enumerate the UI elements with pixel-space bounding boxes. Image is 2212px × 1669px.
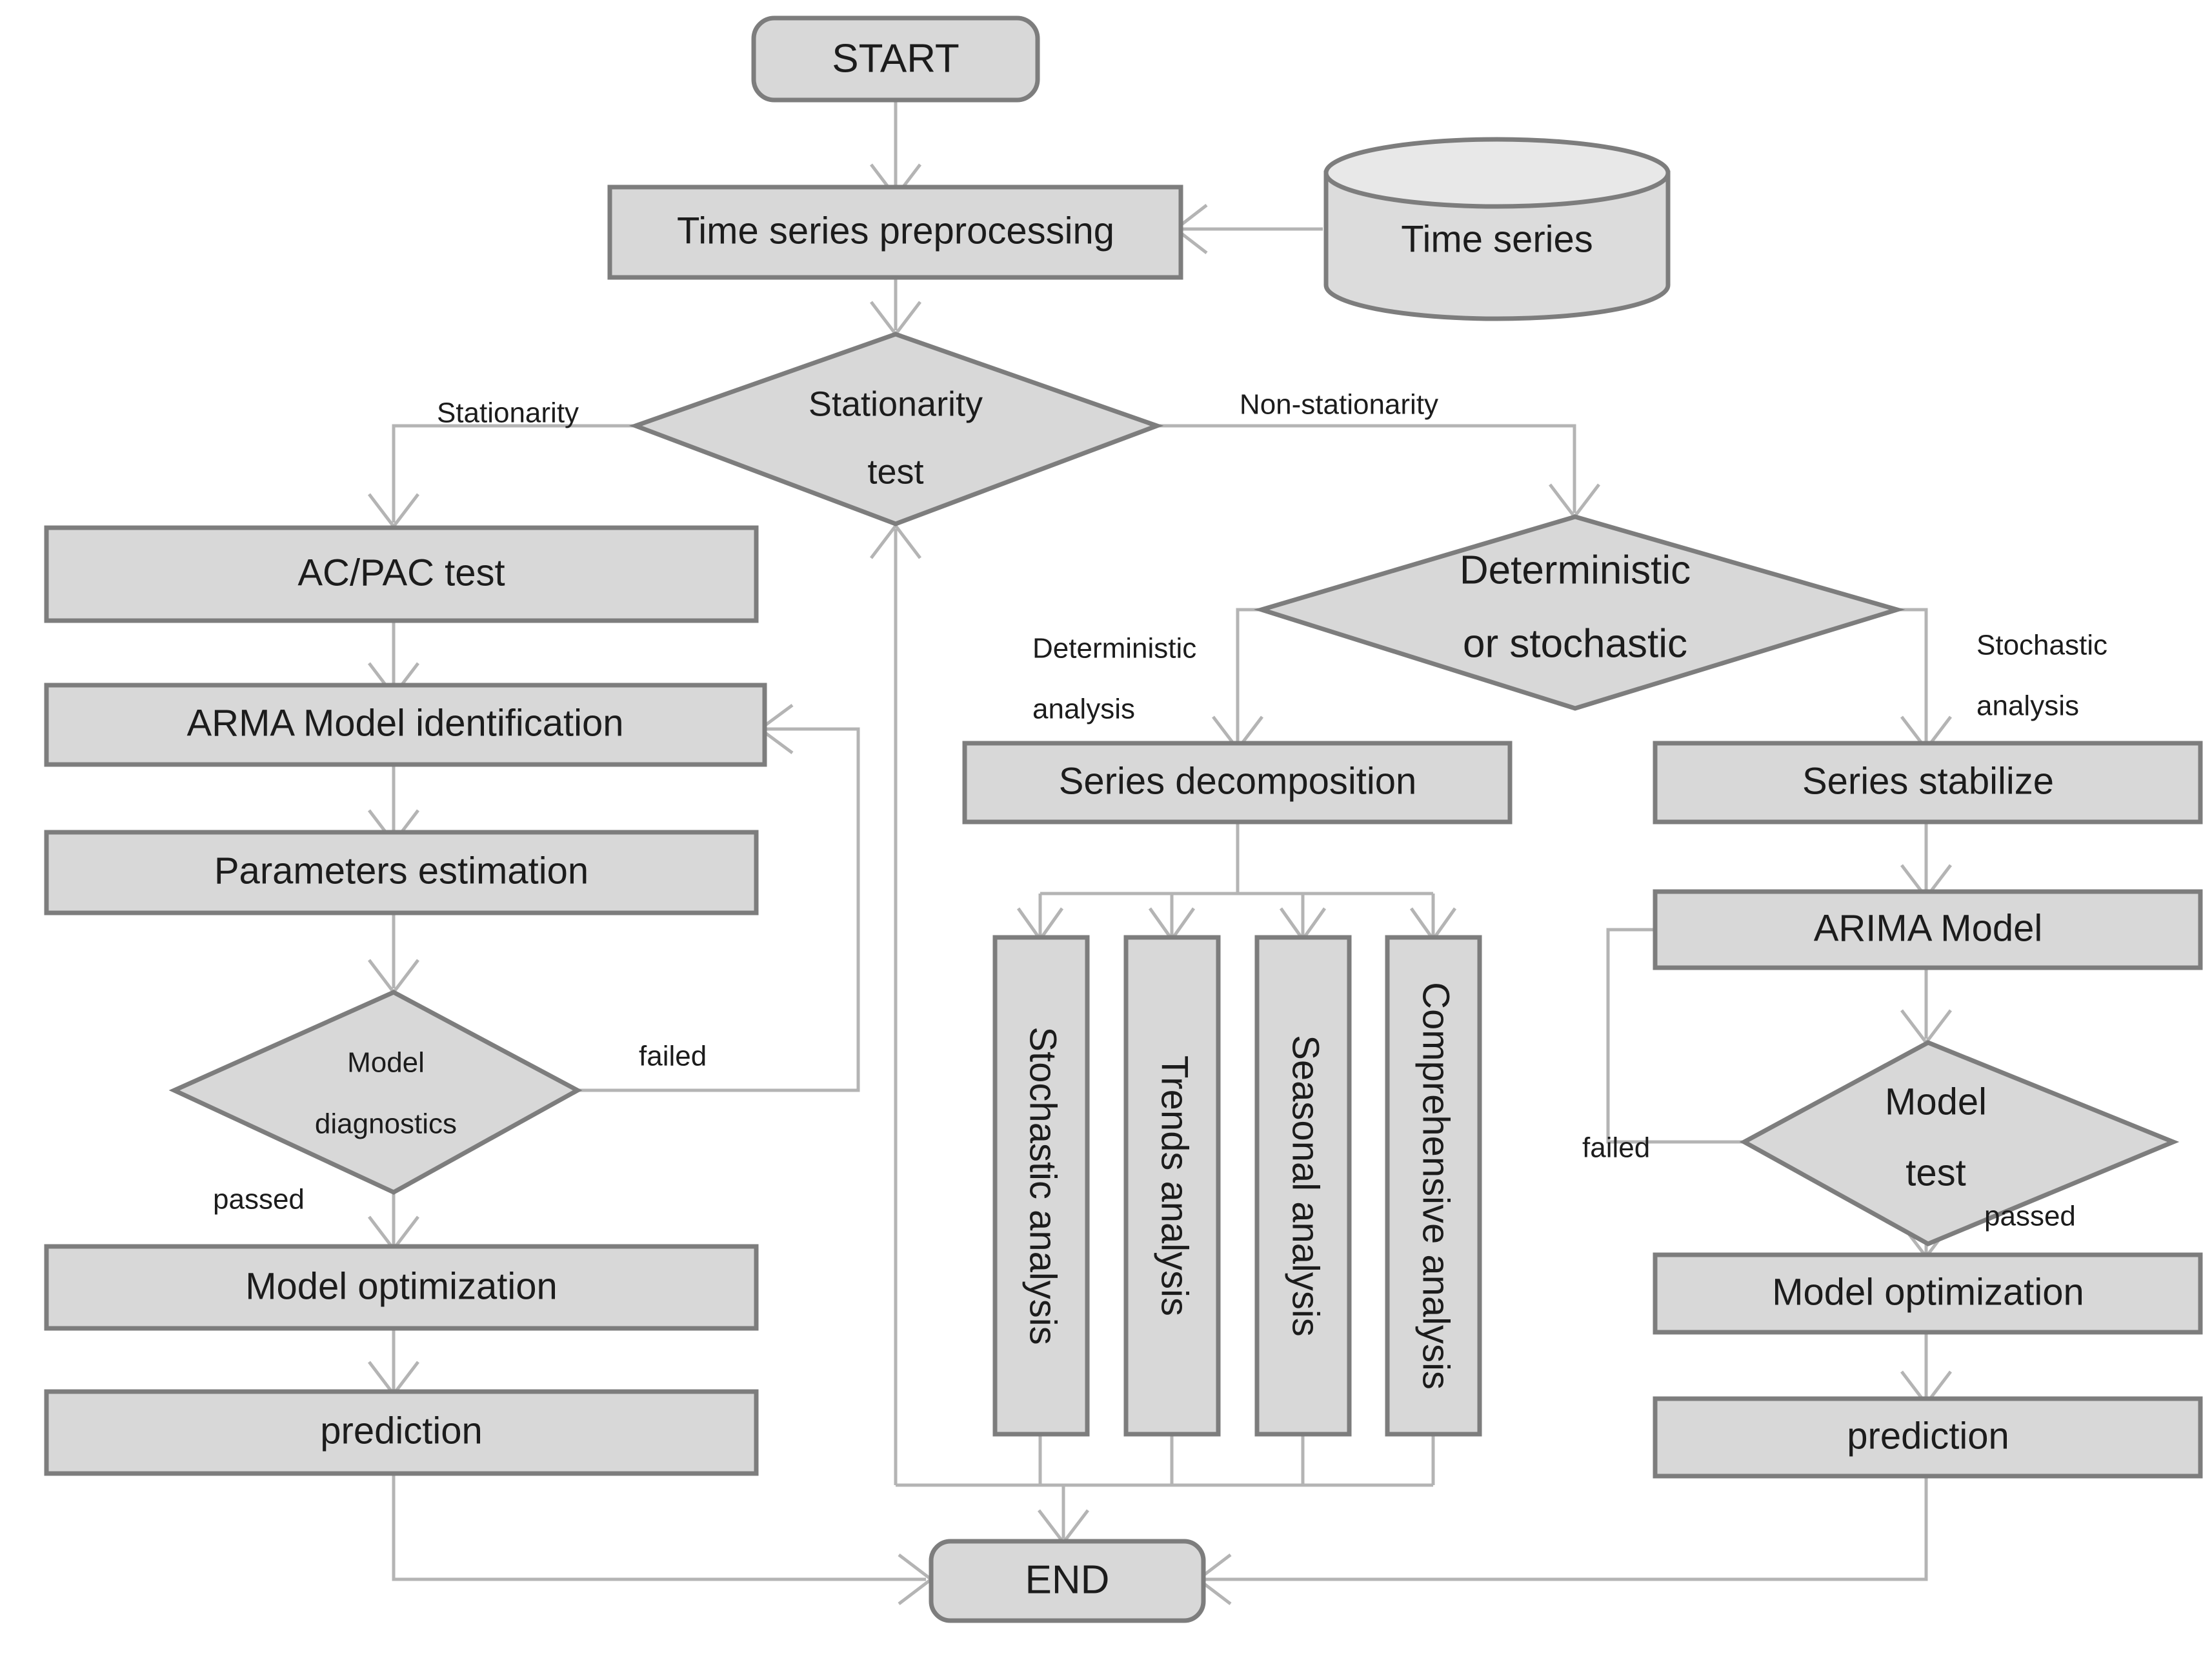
det-or-stoch-label-line1: Deterministic <box>1460 548 1691 592</box>
node-prediction-right[interactable]: prediction <box>1653 1396 2203 1479</box>
model-optimization-left-label: Model optimization <box>245 1265 558 1307</box>
stochastic-analysis-label: Stochastic analysis <box>1022 1026 1064 1344</box>
edge-prediction-left-to-end <box>392 1464 926 1581</box>
node-preprocessing[interactable]: Time series preprocessing <box>607 185 1183 280</box>
model-diagnostics-shape[interactable] <box>168 990 583 1195</box>
stationarity-test-label-line2: test <box>867 452 923 491</box>
model-diagnostics-label-line1: Model <box>347 1047 425 1079</box>
edge-label-stochastic-2: analysis <box>1976 690 2079 722</box>
end-shape[interactable] <box>929 1539 1206 1623</box>
trends-analysis-shape[interactable] <box>1123 935 1221 1437</box>
node-stationarity-test[interactable]: Stationarity test <box>628 332 1164 526</box>
det-or-stoch-label-line2: or stochastic <box>1463 621 1687 666</box>
edge-stationarity-to-detstoch <box>1157 424 1576 513</box>
node-ac-pac-test[interactable]: AC/PAC test <box>44 525 759 623</box>
stationarity-test-shape[interactable] <box>628 332 1164 526</box>
series-decomposition-shape[interactable] <box>962 741 1513 825</box>
seasonal-analysis-shape[interactable] <box>1254 935 1352 1437</box>
arima-model-shape[interactable] <box>1653 889 2203 970</box>
arima-model-label: ARIMA Model <box>1814 907 2043 949</box>
edge-label-failed-right: failed <box>1582 1132 1650 1164</box>
prediction-right-label: prediction <box>1847 1415 2009 1457</box>
edge-modeltest-failed-to-arima <box>1606 928 1744 1144</box>
start-label: START <box>832 36 960 81</box>
datastore-body[interactable] <box>1323 170 1671 321</box>
edge-label-stationarity: Stationarity <box>437 397 579 429</box>
model-optimization-right-shape[interactable] <box>1653 1252 2203 1335</box>
edge-merge-bar-to-end <box>1061 1483 1433 1539</box>
edge-label-passed-right: passed <box>1984 1201 2076 1232</box>
edge-label-stochastic-1: Stochastic <box>1976 630 2107 661</box>
parameters-estimation-shape[interactable] <box>44 830 759 915</box>
det-or-stoch-shape[interactable] <box>1254 514 1905 711</box>
model-diagnostics-label-line2: diagnostics <box>315 1108 457 1140</box>
edge-layer <box>368 100 1952 1605</box>
prediction-left-label: prediction <box>320 1410 482 1452</box>
node-start[interactable]: START <box>751 15 1040 103</box>
node-model-test[interactable]: Model test <box>1739 1040 2180 1246</box>
prediction-right-shape[interactable] <box>1653 1396 2203 1479</box>
edge-prediction-right-to-end <box>1203 1474 1928 1581</box>
arma-identification-label: ARMA Model identification <box>187 702 624 744</box>
end-label: END <box>1025 1557 1110 1602</box>
node-seasonal-analysis[interactable]: Seasonal analysis <box>1254 935 1352 1437</box>
node-prediction-left[interactable]: prediction <box>44 1389 759 1476</box>
edge-label-failed-left: failed <box>639 1041 707 1072</box>
datastore-top <box>1323 137 1671 209</box>
edge-label-deterministic-2: analysis <box>1032 694 1135 725</box>
model-test-label-line1: Model <box>1885 1081 1987 1123</box>
node-trends-analysis[interactable]: Trends analysis <box>1123 935 1221 1437</box>
edge-stationarity-to-acpac <box>392 424 636 523</box>
node-det-or-stoch[interactable]: Deterministic or stochastic <box>1254 514 1905 711</box>
node-series-decomposition[interactable]: Series decomposition <box>962 741 1513 825</box>
node-arima-model[interactable]: ARIMA Model <box>1653 889 2203 970</box>
model-test-shape[interactable] <box>1739 1040 2180 1246</box>
series-stabilize-label: Series stabilize <box>1802 760 2054 802</box>
comprehensive-analysis-shape[interactable] <box>1385 935 1482 1437</box>
node-stochastic-analysis[interactable]: Stochastic analysis <box>992 935 1090 1437</box>
preprocessing-label: Time series preprocessing <box>677 210 1114 252</box>
edge-diagnostics-failed-to-arma <box>578 727 860 1092</box>
edge-label-deterministic-1: Deterministic <box>1032 633 1196 665</box>
node-comprehensive-analysis[interactable]: Comprehensive analysis <box>1385 935 1482 1437</box>
stationarity-test-label-line1: Stationarity <box>809 385 983 423</box>
node-series-stabilize[interactable]: Series stabilize <box>1653 741 2203 825</box>
trends-analysis-label: Trends analysis <box>1154 1055 1196 1316</box>
node-arma-identification[interactable]: ARMA Model identification <box>44 683 767 767</box>
node-model-optimization-left[interactable]: Model optimization <box>44 1244 759 1331</box>
stochastic-analysis-shape[interactable] <box>992 935 1090 1437</box>
node-end[interactable]: END <box>929 1539 1206 1623</box>
datastore-label: Time series <box>1401 218 1593 260</box>
prediction-left-shape[interactable] <box>44 1389 759 1476</box>
start-shape[interactable] <box>751 15 1040 103</box>
preprocessing-shape[interactable] <box>607 185 1183 280</box>
model-test-label-line2: test <box>1905 1152 1966 1194</box>
seasonal-analysis-label: Seasonal analysis <box>1285 1035 1327 1337</box>
node-parameters-estimation[interactable]: Parameters estimation <box>44 830 759 915</box>
node-datastore[interactable]: Time series <box>1323 137 1671 321</box>
parameters-estimation-label: Parameters estimation <box>214 850 588 892</box>
node-model-diagnostics[interactable]: Model diagnostics <box>168 990 583 1195</box>
ac-pac-test-shape[interactable] <box>44 525 759 623</box>
edge-label-layer: Stationarity Non-stationarity Determinis… <box>213 389 2107 1232</box>
ac-pac-test-label: AC/PAC test <box>297 552 505 594</box>
model-optimization-right-label: Model optimization <box>1772 1271 2084 1313</box>
node-model-optimization-right[interactable]: Model optimization <box>1653 1252 2203 1335</box>
edge-label-non-stationarity: Non-stationarity <box>1240 389 1438 421</box>
edge-label-passed-left: passed <box>213 1184 305 1215</box>
series-stabilize-shape[interactable] <box>1653 741 2203 825</box>
model-optimization-left-shape[interactable] <box>44 1244 759 1331</box>
comprehensive-analysis-label: Comprehensive analysis <box>1415 982 1457 1390</box>
series-decomposition-label: Series decomposition <box>1059 760 1417 802</box>
arma-identification-shape[interactable] <box>44 683 767 767</box>
